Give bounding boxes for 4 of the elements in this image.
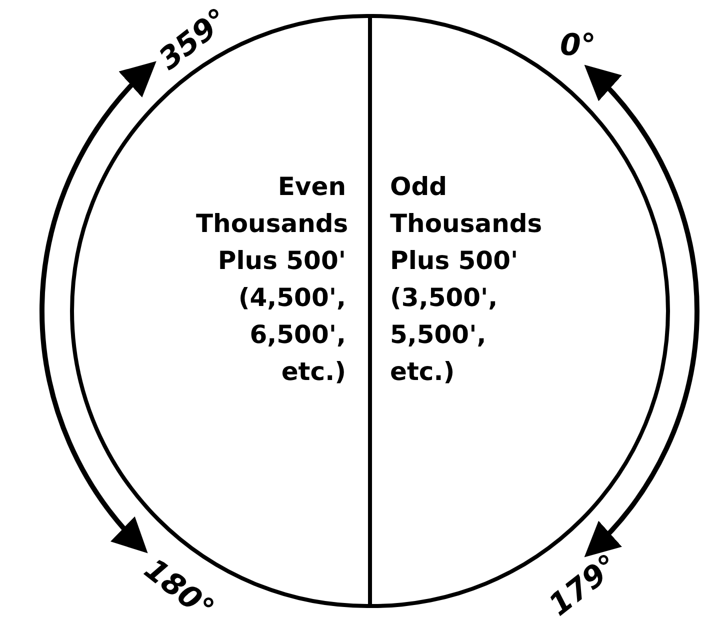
heading-degree-label: 180°: [137, 552, 220, 628]
altitude-rule-text: Even Thousands Plus 500' (4,500', 6,500', etc.): [196, 171, 346, 388]
altitude-rule-text: Odd Thousands Plus 500' (3,500', 5,500', etc.): [390, 171, 540, 388]
heading-degree-label: 0°: [560, 28, 596, 63]
